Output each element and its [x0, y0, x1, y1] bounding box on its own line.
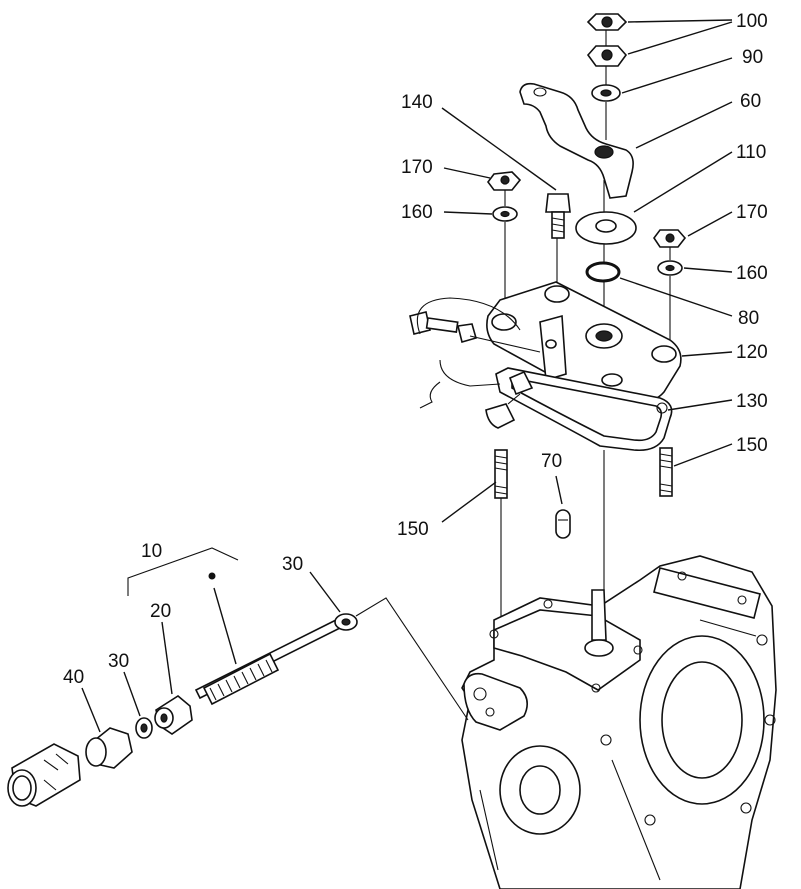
rod-spring	[194, 613, 358, 706]
stud-150-right	[659, 447, 673, 497]
washer-160-right	[657, 260, 683, 276]
linkage-assembly	[409, 297, 541, 429]
callout-60: 60	[740, 91, 761, 112]
stud-150-left	[494, 449, 508, 499]
nut-20	[154, 695, 193, 735]
callout-130: 130	[736, 391, 768, 412]
callout-150-left: 150	[397, 519, 429, 540]
washer-30-lower	[135, 717, 153, 739]
callout-140: 140	[401, 92, 433, 113]
callout-160-left: 160	[401, 202, 433, 223]
callout-40: 40	[63, 667, 84, 688]
callout-labels: 100 90 60 140 170 110 160 170 160 80 120…	[63, 11, 768, 688]
nut-170-right	[653, 229, 687, 248]
gearbox-housing	[461, 555, 777, 889]
lever-60	[519, 82, 634, 199]
leader-lines	[81, 19, 733, 733]
nut-100-lower	[586, 45, 628, 67]
nut-170-left	[487, 171, 522, 191]
callout-30-upper: 30	[282, 554, 303, 575]
washer-110	[575, 211, 637, 245]
callout-170-right: 170	[736, 202, 768, 223]
washer-160-left	[492, 206, 518, 222]
callout-90: 90	[742, 47, 763, 68]
callout-120: 120	[736, 342, 768, 363]
callout-160-right: 160	[736, 263, 768, 284]
washer-90	[591, 84, 621, 102]
indicator-dot	[208, 572, 216, 580]
callout-100: 100	[736, 11, 768, 32]
gasket-130	[495, 367, 673, 452]
callout-170-left: 170	[401, 157, 433, 178]
callout-70: 70	[541, 451, 562, 472]
callout-20: 20	[150, 601, 171, 622]
callout-80: 80	[738, 308, 759, 329]
callout-150-right: 150	[736, 435, 768, 456]
ring-80	[585, 261, 621, 283]
pin-70	[555, 509, 571, 539]
nut-100-upper	[586, 13, 628, 31]
cap-40	[85, 727, 133, 769]
cover-plate-120	[486, 281, 682, 405]
callout-110: 110	[736, 142, 766, 163]
callout-30-lower: 30	[108, 651, 129, 672]
callout-10: 10	[141, 541, 162, 562]
sleeve	[7, 743, 81, 807]
bolt-140	[545, 193, 571, 239]
